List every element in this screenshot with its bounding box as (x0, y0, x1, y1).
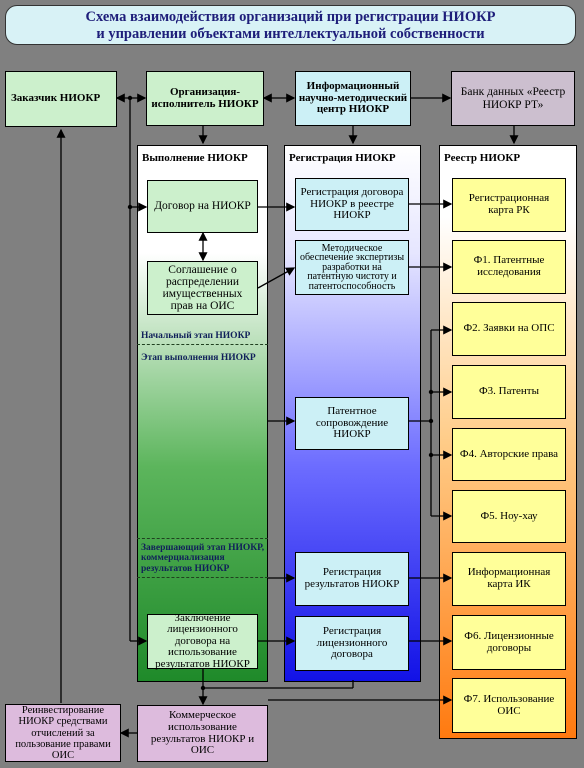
column-registry-header: Реестр НИОКР (444, 152, 521, 164)
registry-item-f4: Ф4. Авторские права (452, 428, 566, 481)
registry-item-f6: Ф6. Лицензионные договоры (452, 615, 566, 670)
contractor-box: Организация-исполнитель НИОКР (146, 71, 264, 126)
registry-item-rk: Регистрационная карта РК (452, 178, 566, 232)
methodical-support-box: Методическое обеспечение экспертизы разр… (295, 240, 409, 295)
registry-item-f5: Ф5. Ноу-хау (452, 490, 566, 543)
registry-item-ik: Информационная карта ИК (452, 552, 566, 606)
column-execution-header: Выполнение НИОКР (142, 152, 248, 164)
column-registration-header: Регистрация НИОКР (289, 152, 396, 164)
register-contract-box: Регистрация договора НИОКР в реестре НИО… (295, 178, 409, 231)
stage-separator-2 (137, 538, 268, 539)
registry-item-f7: Ф7. Использование ОИС (452, 678, 566, 733)
commercial-use-box: Коммерческое использование результатов Н… (137, 705, 268, 762)
info-center-box: Информационный научно-методический центр… (295, 71, 411, 126)
title-line-1: Схема взаимодействия организаций при рег… (85, 9, 496, 25)
diagram-title: Схема взаимодействия организаций при рег… (5, 5, 576, 45)
reinvest-box: Реинвестирование НИОКР средствами отчисл… (5, 704, 121, 762)
registry-item-f3: Ф3. Патенты (452, 365, 566, 419)
databank-box: Банк данных «Реестр НИОКР РТ» (451, 71, 575, 126)
register-license-box: Регистрация лицензионного договора (295, 616, 409, 671)
customer-box: Заказчик НИОКР (5, 71, 117, 127)
registry-item-f2: Ф2. Заявки на ОПС (452, 302, 566, 356)
agreement-box: Соглашение о распределении имущественных… (147, 261, 258, 315)
stage-separator-3 (137, 577, 268, 578)
patent-support-box: Патентное сопровождение НИОКР (295, 397, 409, 450)
contract-box: Договор на НИОКР (147, 180, 258, 233)
stage-final-label: Завершающий этап НИОКР, коммерциализация… (141, 543, 265, 574)
register-results-box: Регистрация результатов НИОКР (295, 552, 409, 606)
stage-separator-1 (137, 344, 268, 345)
stage-execution-label: Этап выполнения НИОКР (141, 353, 256, 363)
license-box: Заключение лицензионного договора на исп… (147, 612, 258, 670)
title-line-2: и управлении объектами интеллектуальной … (96, 26, 485, 42)
registry-item-f1: Ф1. Патентные исследования (452, 240, 566, 294)
stage-initial-label: Начальный этап НИОКР (141, 331, 251, 341)
